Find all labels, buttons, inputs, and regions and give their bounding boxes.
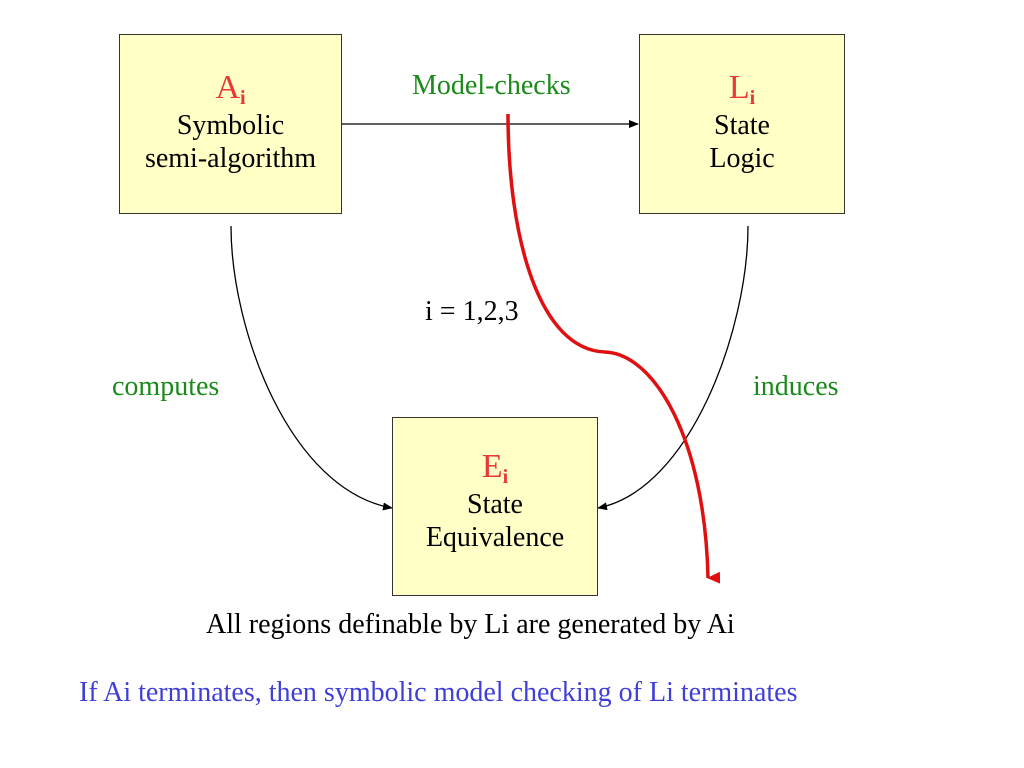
computes-arrow xyxy=(230,225,393,511)
node-a-line2: semi-algorithm xyxy=(144,143,317,175)
node-a: Ai Symbolic semi-algorithm xyxy=(119,34,342,214)
model-checks-label: Model-checks xyxy=(412,70,571,101)
node-l: Li State Logic xyxy=(639,34,845,214)
node-e-title: Ei xyxy=(481,448,509,488)
node-e: Ei State Equivalence xyxy=(392,417,598,596)
conclusion: If Ai terminates, then symbolic model ch… xyxy=(79,677,798,708)
induces-label: induces xyxy=(753,371,839,402)
index-note: i = 1,2,3 xyxy=(425,296,519,327)
node-l-line1: State xyxy=(714,110,770,141)
node-a-title: Ai xyxy=(215,69,246,109)
computes-label: computes xyxy=(112,371,220,402)
caption: All regions definable by Li are generate… xyxy=(206,609,735,640)
node-l-title: Li xyxy=(728,69,756,109)
induces-arrow xyxy=(597,225,749,511)
node-e-line1: State xyxy=(467,489,523,520)
node-l-line2: Logic xyxy=(709,143,775,175)
node-a-line1: Symbolic xyxy=(176,110,285,141)
red-arrow xyxy=(506,113,721,584)
node-e-line2: Equivalence xyxy=(425,522,565,554)
